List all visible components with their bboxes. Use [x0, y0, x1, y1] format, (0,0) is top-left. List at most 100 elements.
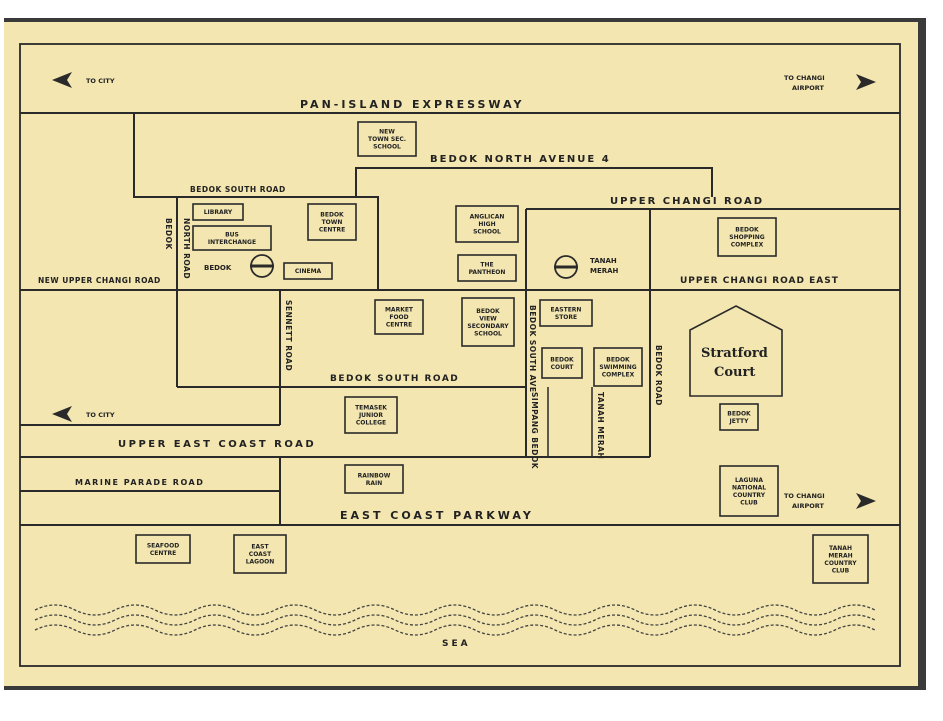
simpang-bedok-label: SIMPANG BEDOK [530, 392, 539, 470]
bedok-north-road-label-1: BEDOK [164, 218, 173, 250]
bedok-view-sec-school-label: SCHOOL [474, 330, 502, 337]
laguna-country-club-label: NATIONAL [732, 484, 766, 491]
bedok-jetty-label: JETTY [729, 418, 750, 425]
upper-changi-road-label: UPPER CHANGI ROAD [610, 196, 764, 207]
bus-interchange-label: BUS [225, 231, 239, 238]
bedok-mrt-icon [250, 254, 274, 278]
market-food-centre-label: MARKET [385, 307, 414, 314]
bedok-shopping-complex-box [717, 217, 777, 257]
east-coast-lagoon-box [233, 534, 287, 574]
the-pantheon-box [457, 254, 517, 282]
sea-waves [34, 604, 876, 636]
seafood-centre-box [135, 534, 191, 564]
tanah-merah-country-club-label: COUNTRY [824, 560, 857, 567]
temasek-junior-college-label: TEMASEK [355, 405, 387, 412]
tanah-merah-country-club-box [812, 534, 869, 584]
east-coast-lagoon-label: EAST [251, 544, 269, 551]
bedok-south-road-top-label: BEDOK SOUTH ROAD [190, 185, 286, 194]
to-changi-airport-bottom-arrow-icon [856, 493, 876, 509]
tanah-merah-country-club-label: TANAH [829, 545, 852, 552]
bus-interchange-label: INTERCHANGE [208, 239, 256, 246]
bedok-town-centre-label: TOWN [322, 219, 343, 226]
tanah-merah-station-label-1: TANAH [590, 257, 617, 265]
marine-parade-road-label: MARINE PARADE ROAD [75, 478, 204, 487]
bedok-south-road-label: BEDOK SOUTH ROAD [330, 374, 459, 384]
sea-label: SEA [442, 639, 471, 649]
to-changi-airport-bottom-label-1: TO CHANGI [784, 492, 825, 500]
bedok-shopping-complex-label: SHOPPING [729, 234, 764, 241]
east-coast-lagoon-label: LAGOON [246, 559, 275, 566]
new-town-secondary-label: SCHOOL [373, 144, 401, 151]
temasek-junior-college-box [344, 396, 398, 434]
seafood-centre-label: SEAFOOD [147, 542, 179, 549]
new-upper-changi-road-label: NEW UPPER CHANGI ROAD [38, 276, 161, 285]
temasek-junior-college-label: JUNIOR [358, 412, 383, 419]
bedok-north-avenue-4-label: BEDOK NORTH AVENUE 4 [430, 154, 611, 165]
bedok-view-sec-school-box [461, 297, 515, 347]
library-box [192, 203, 244, 221]
temasek-junior-college-label: COLLEGE [356, 420, 386, 427]
anglican-high-school-label: SCHOOL [473, 229, 501, 236]
new-town-secondary-label: NEW [379, 129, 395, 136]
bedok-south-ave-label: BEDOK SOUTH AVE [528, 305, 537, 392]
to-city-bottom-arrow-icon [52, 406, 72, 422]
market-food-centre-label: CENTRE [386, 322, 412, 329]
tanah-merah-mrt-icon [554, 255, 578, 279]
east-coast-lagoon-label: COAST [249, 551, 272, 558]
bedok-view-sec-school-label: SECONDARY [467, 323, 509, 330]
rainbow-rain-box [344, 464, 404, 494]
bedok-view-sec-school-label: VIEW [479, 315, 497, 322]
bedok-north-road-label-2: NORTH ROAD [182, 218, 191, 279]
stratford-court-marker: Stratford Court [689, 305, 783, 397]
pan-island-expressway-label: PAN-ISLAND EXPRESSWAY [300, 98, 525, 111]
cinema-landmark: CINEMA [283, 262, 333, 280]
to-city-label: TO CITY [86, 77, 115, 85]
tanah-merah-country-club-label: CLUB [832, 567, 850, 574]
map-border [19, 43, 901, 667]
eastern-store-label: STORE [555, 314, 577, 321]
bedok-court-label: COURT [551, 364, 575, 371]
rainbow-rain-label: RAIN [366, 480, 383, 487]
tanah-merah-country-club-label: MERAH [828, 552, 852, 559]
upper-changi-road-east-label: UPPER CHANGI ROAD EAST [680, 276, 839, 286]
new-town-secondary-box [357, 121, 417, 157]
bedok-swimming-complex-label: COMPLEX [602, 372, 635, 379]
stratford-court-label-2: Court [714, 365, 755, 380]
bedok-jetty-label: BEDOK [727, 410, 751, 417]
eastern-store-label: EASTERN [551, 306, 582, 313]
laguna-country-club-box [719, 465, 779, 517]
bedok-town-centre-label: BEDOK [320, 212, 344, 219]
bedok-view-sec-school-label: BEDOK [476, 308, 500, 315]
bus-interchange-box [192, 225, 272, 251]
bedok-town-centre-label: CENTRE [319, 227, 345, 234]
bedok-court-box [541, 347, 583, 379]
sennett-road-label: SENNETT ROAD [284, 300, 293, 371]
laguna-country-club-label: CLUB [740, 499, 758, 506]
bedok-north-avenue-4-road [355, 167, 713, 197]
east-coast-parkway-label: EAST COAST PARKWAY [340, 509, 534, 522]
laguna-country-club-label: LAGUNA [735, 477, 763, 484]
to-changi-airport-top-label-2: AIRPORT [792, 84, 824, 92]
to-changi-airport-top-arrow-icon [856, 74, 876, 90]
bedok-jetty-box [719, 403, 759, 431]
to-changi-airport-bottom-label-2: AIRPORT [792, 502, 824, 510]
bedok-shopping-complex-label: BEDOK [735, 227, 759, 234]
anglican-high-school-box [455, 205, 519, 243]
library-label: LIBRARY [204, 209, 233, 216]
